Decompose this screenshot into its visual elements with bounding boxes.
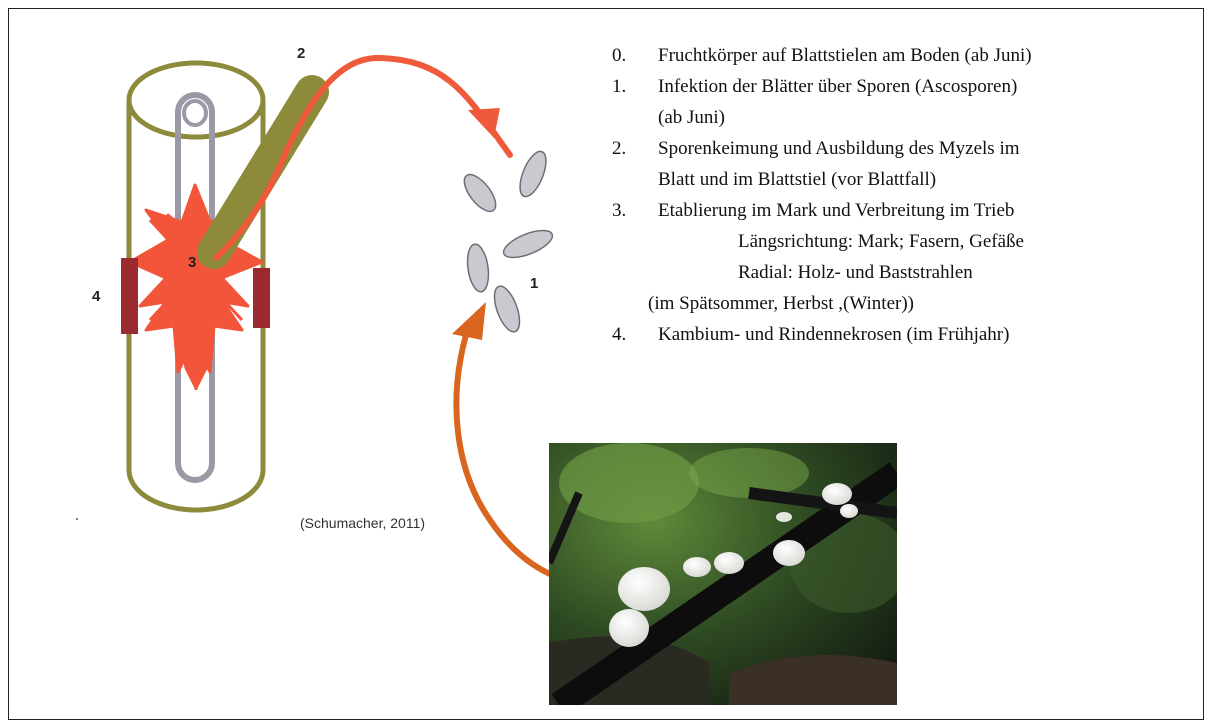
label-stage-4: 4: [92, 288, 100, 305]
legend-sub-radial: Radial: Holz- und Baststrahlen: [612, 257, 1202, 288]
legend-sub-longitudinal: Längsrichtung: Mark; Fasern, Gefäße: [612, 226, 1202, 257]
fruiting-arrowhead: [452, 302, 486, 340]
legend-item-0: 0.Fruchtkörper auf Blattstielen am Boden…: [612, 40, 1202, 71]
label-stage-2: 2: [297, 45, 305, 62]
fruiting-body-photo: [549, 443, 897, 705]
citation: (Schumacher, 2011): [300, 515, 425, 531]
stray-dot: [76, 518, 78, 520]
necrosis-right: [253, 268, 270, 328]
stage-legend: 0.Fruchtkörper auf Blattstielen am Boden…: [612, 40, 1202, 350]
legend-item-3: 3.Etablierung im Mark und Verbreitung im…: [612, 195, 1202, 226]
pith-top-ellipse: [184, 101, 206, 125]
legend-season-note: (im Spätsommer, Herbst ,(Winter)): [612, 288, 1202, 319]
legend-item-1: 1.Infektion der Blätter über Sporen (Asc…: [612, 71, 1202, 133]
legend-item-2: 2.Sporenkeimung und Ausbildung des Myzel…: [612, 133, 1202, 195]
ascospores: [459, 148, 556, 335]
legend-item-4: 4.Kambium- und Rindennekrosen (im Frühja…: [612, 319, 1202, 350]
label-stage-1: 1: [530, 275, 538, 292]
label-stage-3: 3: [188, 254, 196, 271]
necrosis-left: [121, 258, 138, 334]
